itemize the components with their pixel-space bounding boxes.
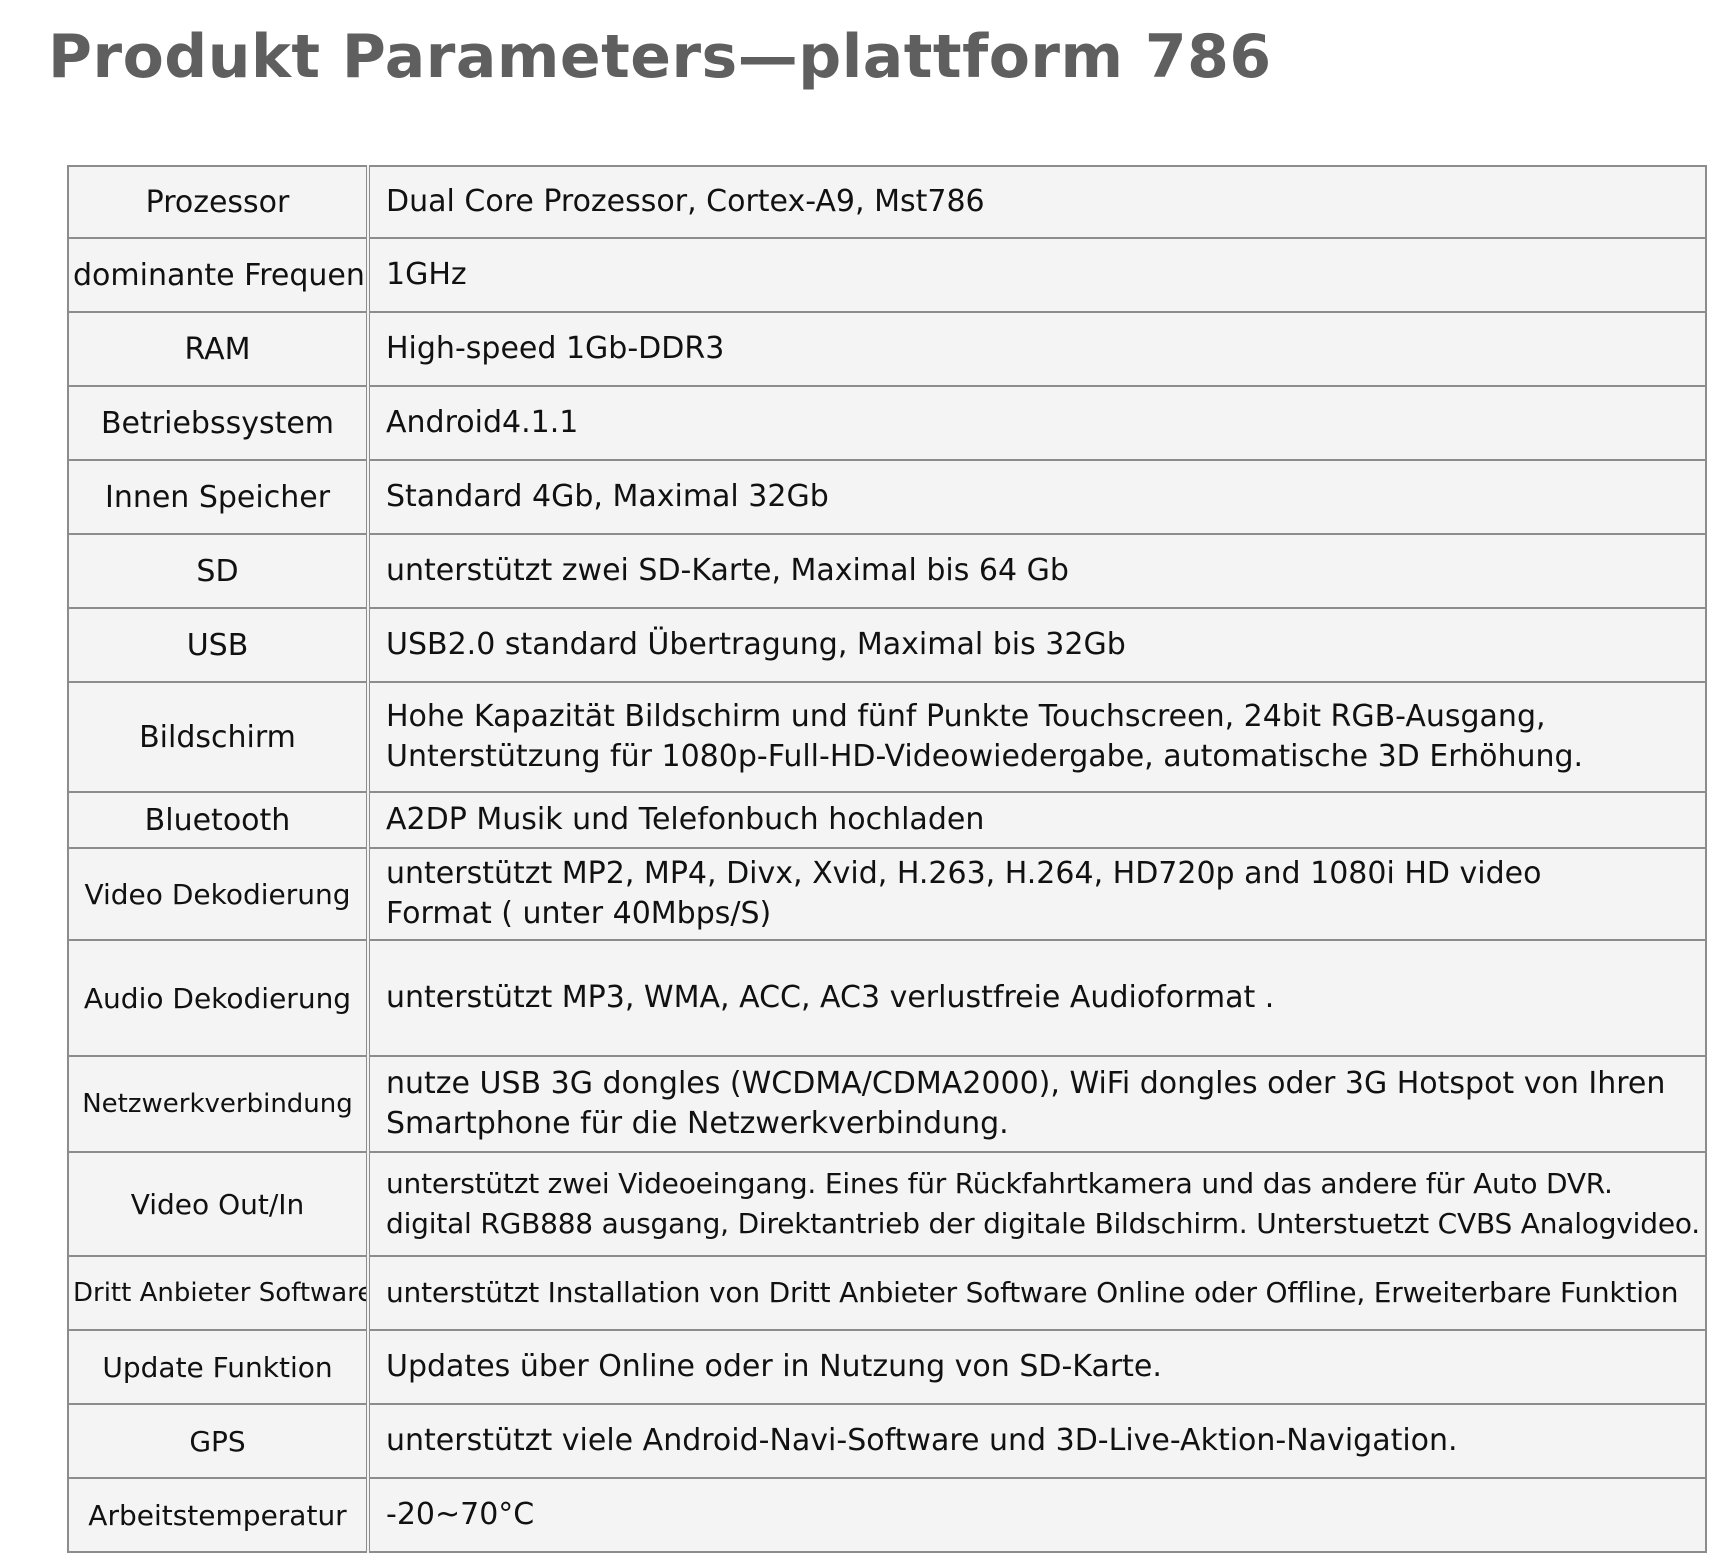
spec-value: -20~70°C xyxy=(366,1477,1707,1553)
spec-row-netzwerk: Netzwerkverbindung nutze USB 3G dongles … xyxy=(67,1055,1707,1153)
spec-row-frequenz: dominante Frequenz 1GHz xyxy=(67,237,1707,313)
spec-row-video-dekodierung: Video Dekodierung unterstützt MP2, MP4, … xyxy=(67,847,1707,941)
spec-row-usb: USB USB2.0 standard Übertragung, Maximal… xyxy=(67,607,1707,683)
spec-label: Netzwerkverbindung xyxy=(67,1055,369,1153)
spec-value: USB2.0 standard Übertragung, Maximal bis… xyxy=(366,607,1707,683)
spec-value: High-speed 1Gb-DDR3 xyxy=(366,311,1707,387)
spec-row-ram: RAM High-speed 1Gb-DDR3 xyxy=(67,311,1707,387)
spec-row-gps: GPS unterstützt viele Android-Navi-Softw… xyxy=(67,1403,1707,1479)
spec-row-dritt-anbieter: Dritt Anbieter Software unterstützt Inst… xyxy=(67,1255,1707,1331)
spec-row-bluetooth: Bluetooth A2DP Musik und Telefonbuch hoc… xyxy=(67,791,1707,849)
spec-label: Prozessor xyxy=(67,165,369,239)
spec-row-arbeitstemperatur: Arbeitstemperatur -20~70°C xyxy=(67,1477,1707,1553)
spec-value: unterstützt MP2, MP4, Divx, Xvid, H.263,… xyxy=(366,847,1707,941)
spec-label: Bildschirm xyxy=(67,681,369,793)
spec-value: Updates über Online oder in Nutzung von … xyxy=(366,1329,1707,1405)
spec-value: unterstützt MP3, WMA, ACC, AC3 verlustfr… xyxy=(366,939,1707,1057)
spec-label: USB xyxy=(67,607,369,683)
spec-value: unterstützt viele Android-Navi-Software … xyxy=(366,1403,1707,1479)
spec-label: dominante Frequenz xyxy=(67,237,369,313)
spec-row-bildschirm: Bildschirm Hohe Kapazität Bildschirm und… xyxy=(67,681,1707,793)
spec-row-audio-dekodierung: Audio Dekodierung unterstützt MP3, WMA, … xyxy=(67,939,1707,1057)
spec-row-prozessor: Prozessor Dual Core Prozessor, Cortex-A9… xyxy=(67,165,1707,239)
spec-label: Betriebssystem xyxy=(67,385,369,461)
spec-table: Prozessor Dual Core Prozessor, Cortex-A9… xyxy=(67,165,1707,1553)
spec-label: SD xyxy=(67,533,369,609)
spec-label: Innen Speicher xyxy=(67,459,369,535)
spec-label: Video Out/In xyxy=(67,1151,369,1257)
spec-label: Bluetooth xyxy=(67,791,369,849)
spec-label: Audio Dekodierung xyxy=(67,939,369,1057)
spec-value: unterstützt Installation von Dritt Anbie… xyxy=(366,1255,1707,1331)
spec-value: unterstützt zwei SD-Karte, Maximal bis 6… xyxy=(366,533,1707,609)
spec-label: Update Funktion xyxy=(67,1329,369,1405)
spec-row-betriebssystem: Betriebssystem Android4.1.1 xyxy=(67,385,1707,461)
spec-value: Dual Core Prozessor, Cortex-A9, Mst786 xyxy=(366,165,1707,239)
spec-value: 1GHz xyxy=(366,237,1707,313)
spec-value: Android4.1.1 xyxy=(366,385,1707,461)
spec-label: Arbeitstemperatur xyxy=(67,1477,369,1553)
spec-value: nutze USB 3G dongles (WCDMA/CDMA2000), W… xyxy=(366,1055,1707,1153)
spec-label: RAM xyxy=(67,311,369,387)
spec-value: Hohe Kapazität Bildschirm und fünf Punkt… xyxy=(366,681,1707,793)
spec-row-sd: SD unterstützt zwei SD-Karte, Maximal bi… xyxy=(67,533,1707,609)
spec-label: Dritt Anbieter Software xyxy=(67,1255,369,1331)
spec-value: A2DP Musik und Telefonbuch hochladen xyxy=(366,791,1707,849)
spec-label: GPS xyxy=(67,1403,369,1479)
spec-row-update: Update Funktion Updates über Online oder… xyxy=(67,1329,1707,1405)
spec-value: unterstützt zwei Videoeingang. Eines für… xyxy=(366,1151,1707,1257)
spec-row-speicher: Innen Speicher Standard 4Gb, Maximal 32G… xyxy=(67,459,1707,535)
spec-row-video-out-in: Video Out/In unterstützt zwei Videoeinga… xyxy=(67,1151,1707,1257)
page-title: Produkt Parameters—plattform 786 xyxy=(48,22,1272,92)
spec-value: Standard 4Gb, Maximal 32Gb xyxy=(366,459,1707,535)
spec-label: Video Dekodierung xyxy=(67,847,369,941)
